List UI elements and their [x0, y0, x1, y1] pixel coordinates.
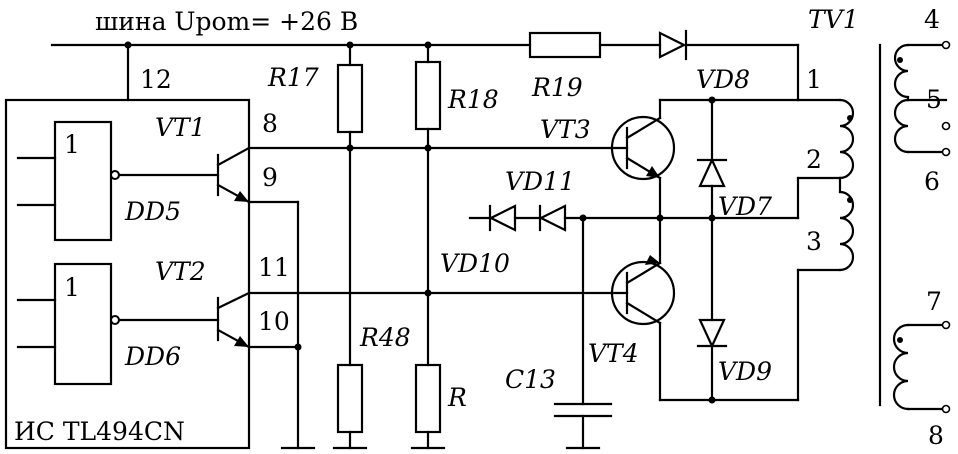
tv1-pin-7-label: 7: [926, 287, 942, 316]
diode-vd11: [538, 204, 567, 232]
r18-label: R18: [447, 85, 499, 114]
r48-label: R48: [359, 323, 411, 352]
gate-dd5: [16, 120, 220, 242]
pin-8-label: 8: [262, 109, 278, 138]
pin-10-label: 10: [258, 307, 290, 336]
tv1-pin-6-label: 6: [924, 167, 940, 196]
bus-label: шина Upom= +26 В: [95, 7, 358, 36]
vd7-label: VD7: [718, 192, 772, 221]
transformer-primary: [796, 98, 855, 402]
vt1-label: VT1: [155, 113, 206, 142]
vd8-label: VD8: [696, 65, 750, 94]
transistor-vt4: [609, 214, 800, 402]
resistor-r48: [332, 363, 368, 450]
tv1-pin-8-label: 8: [928, 421, 944, 450]
diode-vd9: [696, 318, 728, 404]
tv1-pin-3-label: 3: [806, 227, 822, 256]
transistor-vt1: [216, 144, 613, 450]
diode-vd7: [696, 96, 728, 322]
dd5-label: DD5: [124, 197, 181, 226]
vt4-label: VT4: [588, 339, 639, 368]
resistor-r19: [528, 31, 602, 59]
transistor-vt3: [609, 98, 800, 220]
vd11-label: VD11: [505, 167, 575, 196]
r17-label: R17: [267, 63, 319, 92]
pin-12-label: 12: [140, 65, 172, 94]
resistor-r: [410, 363, 446, 450]
r-label: R: [447, 383, 467, 412]
resistor-r18: [414, 43, 442, 367]
pin-9-label: 9: [262, 163, 278, 192]
capacitor-c13: [553, 216, 613, 450]
vt3-label: VT3: [540, 115, 591, 144]
dd5-function-label: 1: [64, 130, 80, 159]
transformer-secondary-2: [892, 320, 951, 414]
vd10-label: VD10: [440, 249, 510, 278]
ic-label: ИС TL494CN: [14, 417, 185, 446]
dd6-label: DD6: [124, 342, 181, 371]
transformer-secondary-1: [893, 40, 951, 157]
c13-label: C13: [505, 365, 556, 394]
resistor-r17: [336, 43, 364, 367]
vd9-label: VD9: [718, 357, 772, 386]
vt2-label: VT2: [155, 257, 206, 286]
tv1-pin-5-label: 5: [926, 85, 942, 114]
diode-vd10: [468, 204, 542, 232]
tv1-label: TV1: [808, 5, 859, 34]
diode-vd8: [658, 29, 688, 61]
tv1-pin-4-label: 4: [924, 5, 940, 34]
tv1-pin-2-label: 2: [806, 145, 822, 174]
ic-tl494cn: [4, 43, 251, 450]
dd6-function-label: 1: [64, 273, 80, 302]
r19-label: R19: [531, 73, 583, 102]
tv1-pin-1-label: 1: [806, 65, 822, 94]
pin-11-label: 11: [258, 253, 290, 282]
transistor-vt2: [216, 289, 613, 351]
gate-dd6: [16, 262, 220, 386]
